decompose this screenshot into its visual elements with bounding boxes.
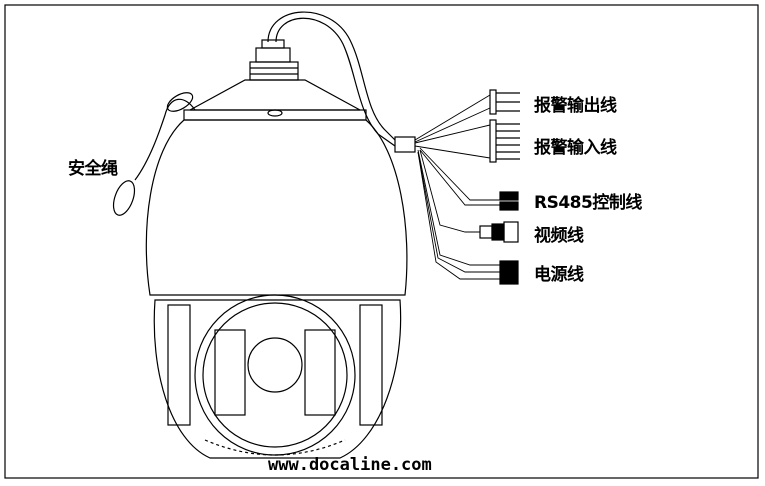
- dome-cap: [189, 79, 361, 111]
- ir-panel-left: [214, 329, 246, 416]
- cable-connector: [394, 136, 416, 153]
- lens: [247, 337, 303, 393]
- ir-left: [167, 304, 191, 426]
- lens-window: [194, 294, 356, 456]
- alarm-input-terminal: [489, 119, 520, 163]
- label-alarm-output: 报警输出线: [534, 96, 617, 116]
- rs485-terminal: [499, 191, 519, 211]
- watermark-url: www.docaline.com: [268, 455, 432, 475]
- label-safety-rope: 安全绳: [68, 159, 118, 179]
- cap-screw: [267, 109, 283, 117]
- housing-vents: [204, 439, 346, 456]
- wire-bundle: [414, 94, 500, 280]
- label-video: 视频线: [534, 226, 584, 246]
- ir-panel-right: [304, 329, 336, 416]
- video-bnc-connector: [479, 221, 519, 243]
- cap-ring: [183, 109, 367, 121]
- dome-body: [145, 119, 408, 296]
- lower-housing: [153, 299, 402, 459]
- frame-border: [4, 4, 759, 479]
- safety-rope: [112, 92, 196, 216]
- top-cable-edge: [275, 17, 396, 147]
- top-cable: [267, 11, 396, 141]
- label-alarm-input: 报警输入线: [534, 138, 617, 158]
- ir-right: [359, 304, 383, 426]
- power-terminal: [499, 260, 519, 285]
- label-power: 电源线: [534, 265, 584, 285]
- label-rs485: RS485控制线: [534, 193, 642, 213]
- alarm-output-terminal: [489, 89, 520, 115]
- lens-window-inner: [202, 302, 348, 448]
- cable-gland: [249, 39, 299, 81]
